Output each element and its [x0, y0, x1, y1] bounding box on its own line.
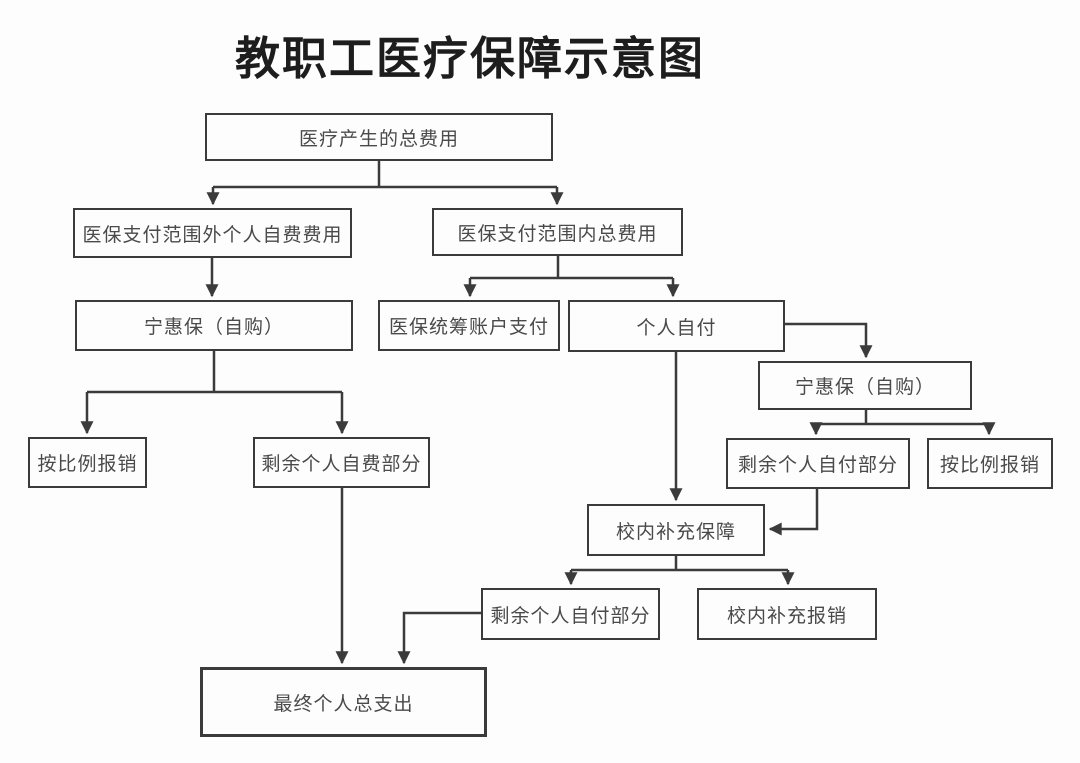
node-total-medical-cost: 医疗产生的总费用 [205, 113, 553, 161]
node-school-supplement-reimburse: 校内补充报销 [697, 588, 877, 640]
connector-school-split [571, 556, 788, 572]
connector-remaining-pay-bottom-to-final [397, 611, 481, 665]
node-personal-self-pay: 个人自付 [568, 300, 785, 352]
diagram-title: 教职工医疗保障示意图 [234, 33, 705, 84]
node-remaining-self-fee: 剩余个人自费部分 [253, 437, 430, 488]
node-pooled-account-payment: 医保统筹账户支付 [378, 300, 560, 351]
connector-total-split [213, 161, 557, 189]
node-ninghuibao-right: 宁惠保（自购） [758, 361, 972, 410]
node-inside-scope-total-cost: 医保支付范围内总费用 [432, 208, 683, 256]
node-ninghuibao-left: 宁惠保（自购） [75, 300, 353, 351]
node-ratio-reimburse-right: 按比例报销 [927, 438, 1053, 489]
node-school-supplement-security: 校内补充保障 [587, 504, 765, 556]
node-final-personal-total: 最终个人总支出 [200, 667, 487, 737]
connector-nhb-right-split [816, 410, 989, 426]
connector-selfpay-to-nhb-right [785, 322, 873, 359]
node-remaining-self-pay-right: 剩余个人自付部分 [726, 438, 910, 489]
node-outside-scope-self-expense: 医保支付范围外个人自费费用 [73, 208, 352, 258]
connector-remaining-pay-to-school [768, 489, 819, 536]
connector-inside-split [470, 256, 673, 280]
node-ratio-reimburse-left: 按比例报销 [28, 437, 147, 488]
connector-nhb-left-split [87, 351, 342, 394]
node-remaining-self-pay-bottom: 剩余个人自付部分 [481, 588, 660, 640]
